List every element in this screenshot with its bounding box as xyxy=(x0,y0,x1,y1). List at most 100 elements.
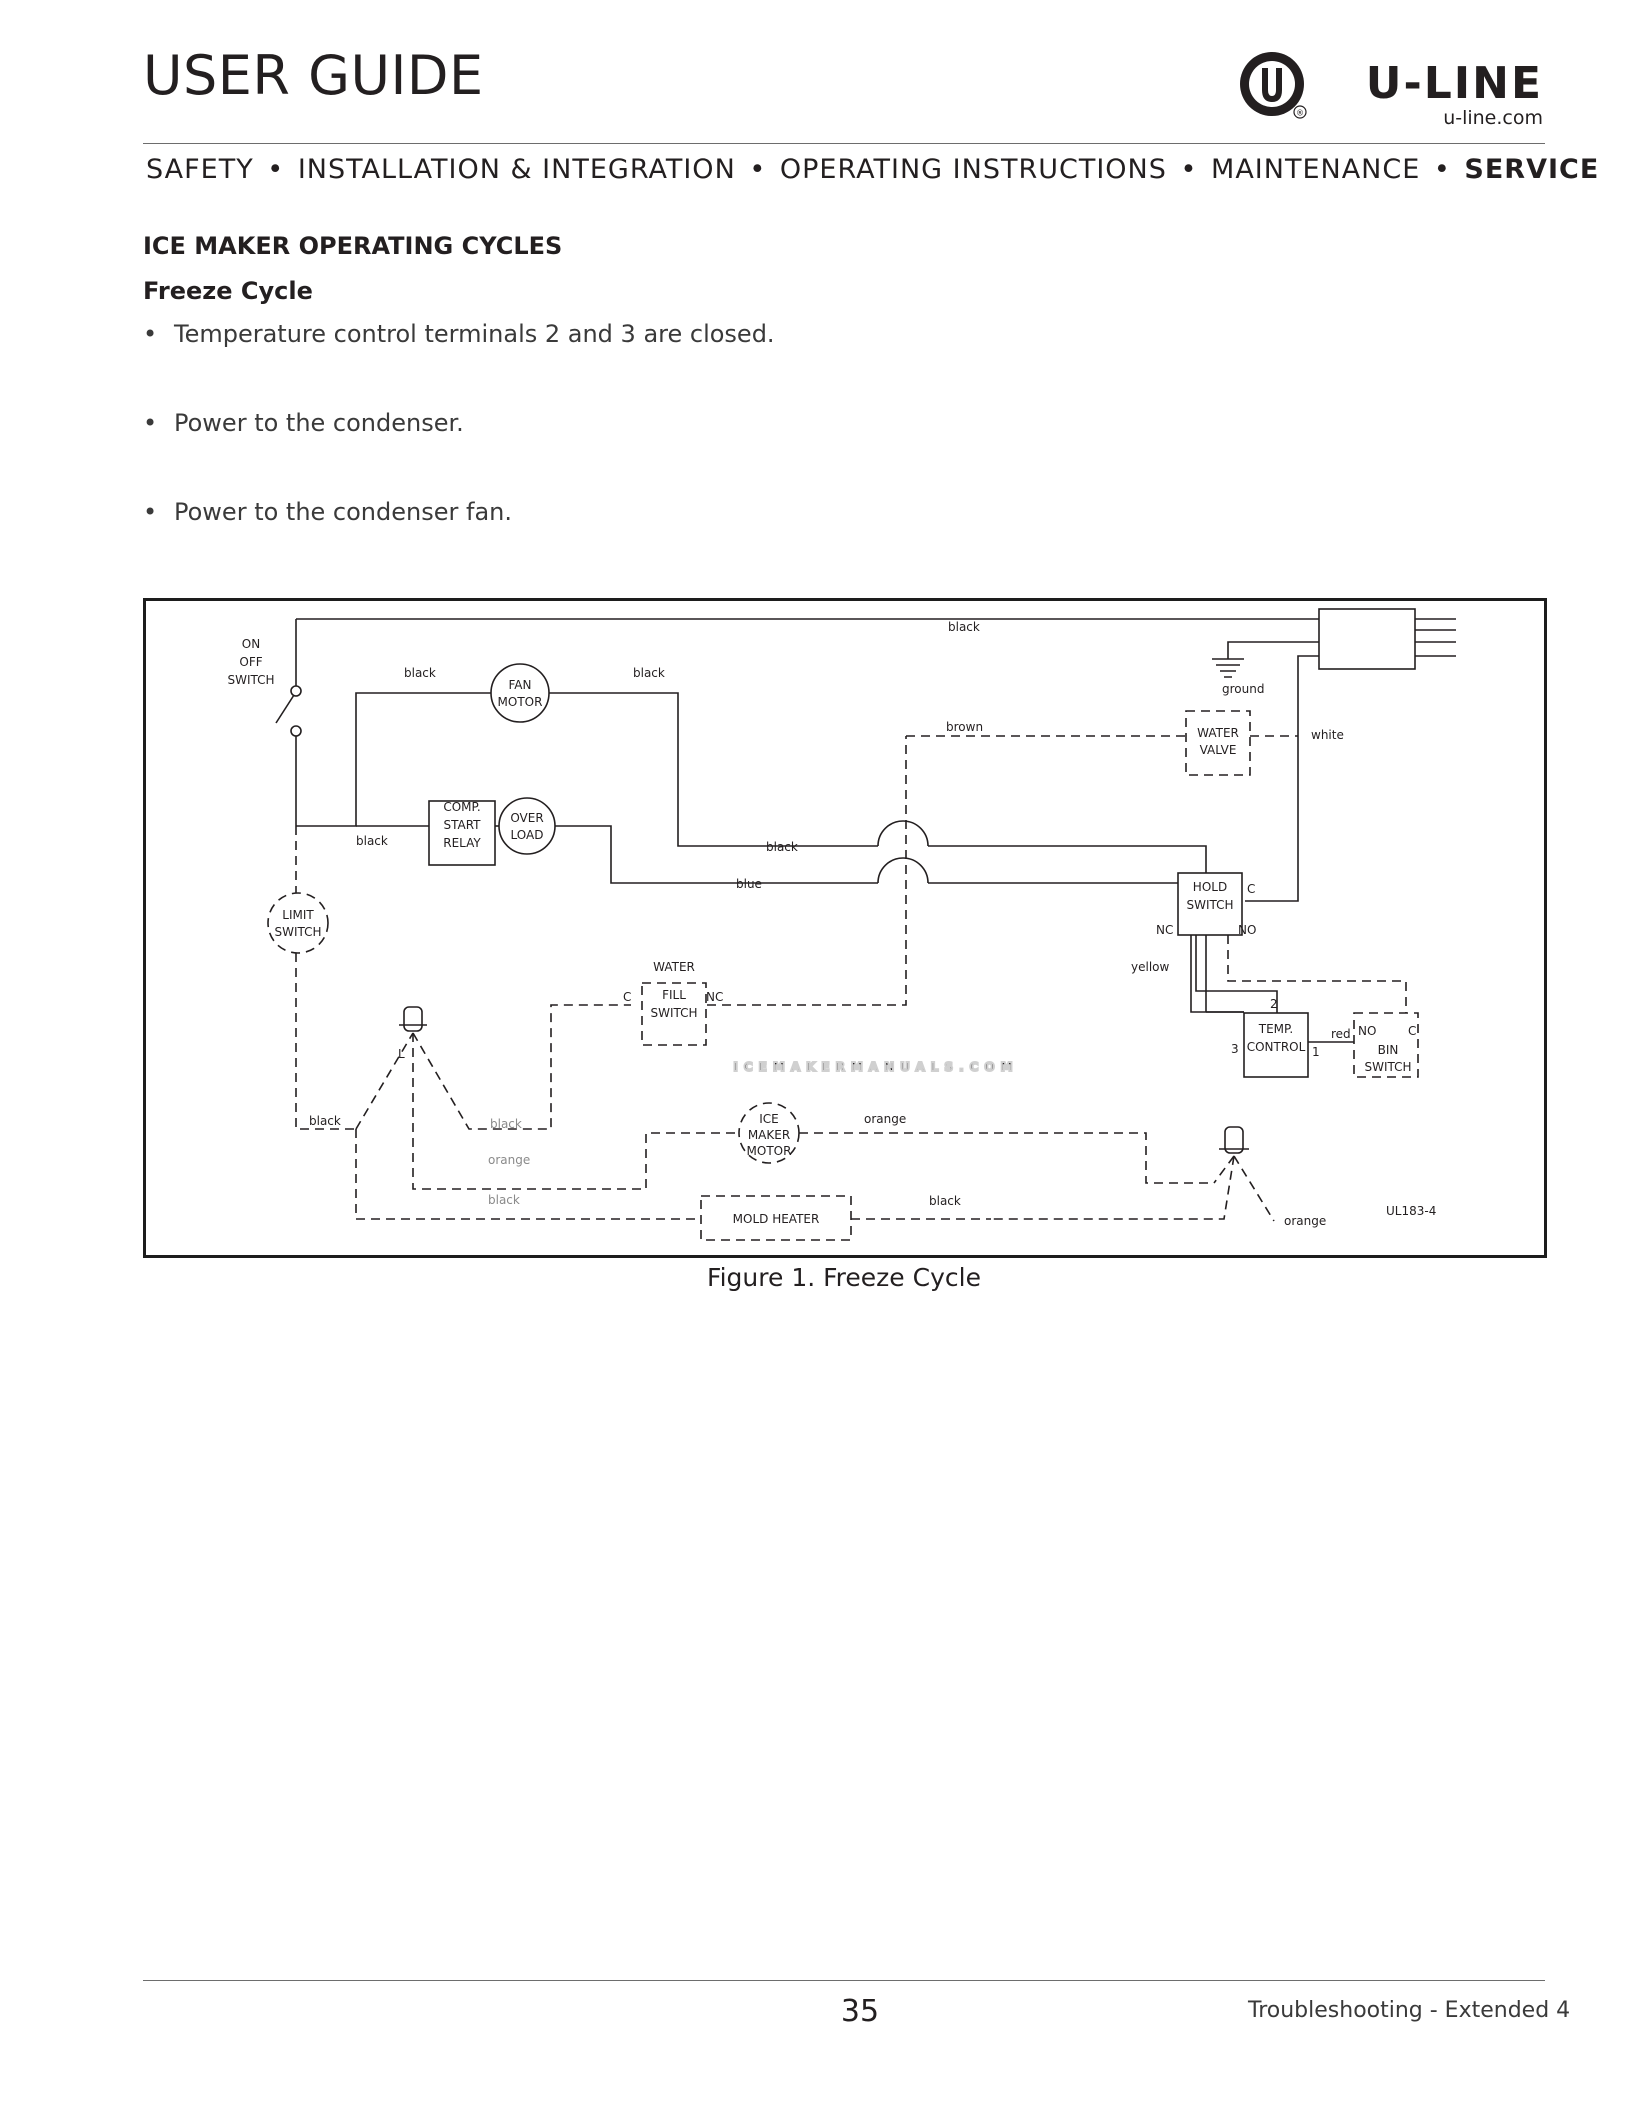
wire-bottom-black-right xyxy=(991,1155,1235,1220)
wire-ground xyxy=(1227,641,1319,659)
label-relay-3: RELAY xyxy=(443,836,481,850)
comp-start-relay xyxy=(428,800,496,866)
label-bin-switch: SWITCH xyxy=(1364,1060,1411,1074)
wire-crossover-black xyxy=(877,820,929,847)
nav-item-safety: SAFETY xyxy=(146,154,254,185)
label-water-valve-1: WATER xyxy=(1197,726,1239,740)
label-hold-no: NO xyxy=(1238,923,1256,937)
switch-contact-top xyxy=(290,685,302,697)
label-bottom-orange: orange xyxy=(1284,1214,1326,1228)
bullet-item: •Temperature control terminals 2 and 3 a… xyxy=(143,320,775,348)
page-number: 35 xyxy=(840,1994,880,2029)
wire-bottom-orange xyxy=(1233,1155,1275,1222)
label-relay-2: START xyxy=(443,818,481,832)
wire-limit-black xyxy=(295,953,356,1130)
label-fill-nc: NC xyxy=(706,990,723,1004)
bullet-item: • Power to the condenser. xyxy=(143,409,464,437)
label-fill-c: C xyxy=(623,990,631,1004)
label-fill-2: FILL xyxy=(662,988,686,1002)
label-temp-2-line: CONTROL xyxy=(1247,1040,1306,1054)
label-ice-motor: MOTOR xyxy=(747,1144,792,1158)
label-water-valve-2: VALVE xyxy=(1200,743,1237,757)
brand-name: U-LINE xyxy=(1366,58,1543,109)
bullet-text: Power to the condenser. xyxy=(174,409,464,437)
page-title: USER GUIDE xyxy=(143,44,484,107)
wire-lower-orange xyxy=(412,1033,740,1190)
switch-contact-bottom xyxy=(290,725,302,737)
label-motor-orange: orange xyxy=(864,1112,906,1126)
label-hold-c: C xyxy=(1247,882,1255,896)
label-fill-1: WATER xyxy=(653,960,695,974)
label-top-black: black xyxy=(948,620,980,634)
label-fan-right-black: black xyxy=(633,666,665,680)
wire-fill-black xyxy=(412,1004,631,1130)
label-over: OVER xyxy=(510,811,543,825)
label-relay-black: black xyxy=(356,834,388,848)
label-fan: FAN xyxy=(509,678,532,692)
label-lower-orange: orange xyxy=(488,1153,530,1167)
nav-item-operating: OPERATING INSTRUCTIONS xyxy=(779,154,1167,185)
label-fan-left-black: black xyxy=(404,666,436,680)
water-valve xyxy=(1185,710,1251,776)
label-ice: ICE xyxy=(759,1112,779,1126)
wire-bottom-black-left xyxy=(355,1129,701,1220)
label-hold-2: SWITCH xyxy=(1186,898,1233,912)
wire-crossover-blue xyxy=(877,857,929,884)
bullet-glyph: • xyxy=(143,409,158,437)
label-ground: ground xyxy=(1222,682,1264,696)
header-rule xyxy=(143,143,1545,144)
label-fill-3: SWITCH xyxy=(650,1006,697,1020)
figure-caption: Figure 1. Freeze Cycle xyxy=(707,1263,981,1292)
label-temp-3: 3 xyxy=(1231,1042,1239,1056)
thermostat-left xyxy=(403,1006,423,1032)
label-red: red xyxy=(1331,1027,1351,1041)
water-fill-switch xyxy=(641,982,707,1046)
section-nav: SAFETY • INSTALLATION & INTEGRATION • OP… xyxy=(146,154,1599,185)
nav-separator: • xyxy=(1180,154,1198,185)
label-bin-c: C xyxy=(1408,1024,1416,1038)
bullet-item: • Power to the condenser fan. xyxy=(143,498,512,526)
nav-separator: • xyxy=(1433,154,1451,185)
wire-fan-right xyxy=(549,692,878,847)
bullet-text: Power to the condenser fan. xyxy=(174,498,512,526)
label-mold-heater: MOLD HEATER xyxy=(733,1212,820,1226)
wire-fill-nc xyxy=(707,736,907,1006)
bin-switch xyxy=(1353,1012,1419,1078)
label-bottom-black-left: black xyxy=(488,1193,520,1207)
bullet-glyph: • xyxy=(143,498,158,526)
label-bin: BIN xyxy=(1378,1043,1399,1057)
overload xyxy=(498,797,556,855)
label-brown: brown xyxy=(946,720,983,734)
wire-fan-left xyxy=(296,692,491,827)
nav-item-service: SERVICE xyxy=(1464,154,1600,185)
label-limit-switch: SWITCH xyxy=(274,925,321,939)
subheading: Freeze Cycle xyxy=(143,277,313,305)
label-blue: blue xyxy=(736,877,762,891)
label-hold-nc: NC xyxy=(1156,923,1173,937)
mold-heater xyxy=(700,1195,852,1241)
label-bin-no: NO xyxy=(1358,1024,1376,1038)
label-on: ON xyxy=(242,637,260,651)
limit-switch xyxy=(267,892,329,954)
bullet-glyph: • xyxy=(143,320,158,348)
wire-white xyxy=(1245,655,1319,902)
label-load: LOAD xyxy=(511,828,544,842)
label-relay-1: COMP. xyxy=(443,800,480,814)
label-fill-black: black xyxy=(490,1117,522,1131)
wiring-diagram: black ON OFF SWITCH black black FAN MOTO… xyxy=(143,598,1547,1258)
label-switch: SWITCH xyxy=(227,673,274,687)
label-temp-1-line: TEMP. xyxy=(1258,1022,1293,1036)
watermark: ICEMAKERMANUALS.COM xyxy=(733,1060,1018,1074)
footer-section: Troubleshooting - Extended 4 xyxy=(1248,1998,1571,2023)
thermostat-right xyxy=(1224,1126,1244,1154)
label-temp-1: 1 xyxy=(1312,1045,1320,1059)
nav-separator: • xyxy=(749,154,767,185)
section-heading: ICE MAKER OPERATING CYCLES xyxy=(143,232,563,260)
ground-icon xyxy=(1212,658,1244,678)
nav-item-maintenance: MAINTENANCE xyxy=(1211,154,1421,185)
label-white: white xyxy=(1311,728,1344,742)
footer-rule xyxy=(143,1980,1545,1981)
label-thermostat-l: L xyxy=(398,1047,405,1061)
temp-control xyxy=(1243,1012,1309,1078)
label-limit-black: black xyxy=(309,1114,341,1128)
